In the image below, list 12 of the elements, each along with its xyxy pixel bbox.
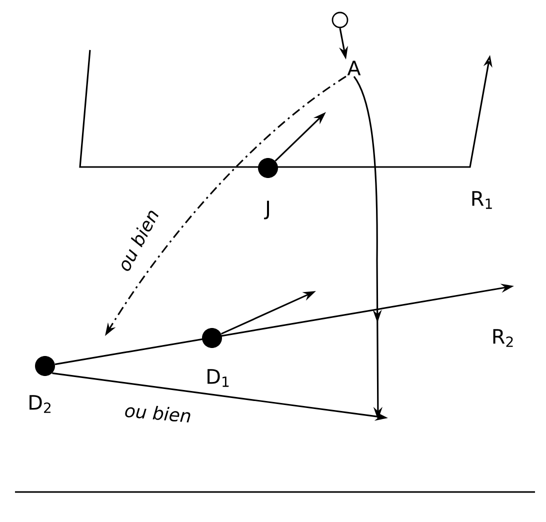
edge-label: ou bien bbox=[114, 206, 162, 274]
point-label: A bbox=[347, 60, 361, 76]
player-label: J bbox=[264, 200, 269, 220]
player-dot bbox=[202, 328, 222, 348]
player-dot bbox=[258, 158, 278, 178]
player-label: D$_{1}$ bbox=[208, 369, 229, 387]
line-label: R$_{2}$ bbox=[493, 329, 513, 347]
circle-marker bbox=[332, 12, 348, 28]
player-dot bbox=[35, 356, 55, 376]
player-label: D$_{2}$ bbox=[30, 395, 50, 413]
line-label: R$_{1}$ bbox=[472, 191, 492, 209]
edge-label: ou bien bbox=[122, 402, 194, 424]
